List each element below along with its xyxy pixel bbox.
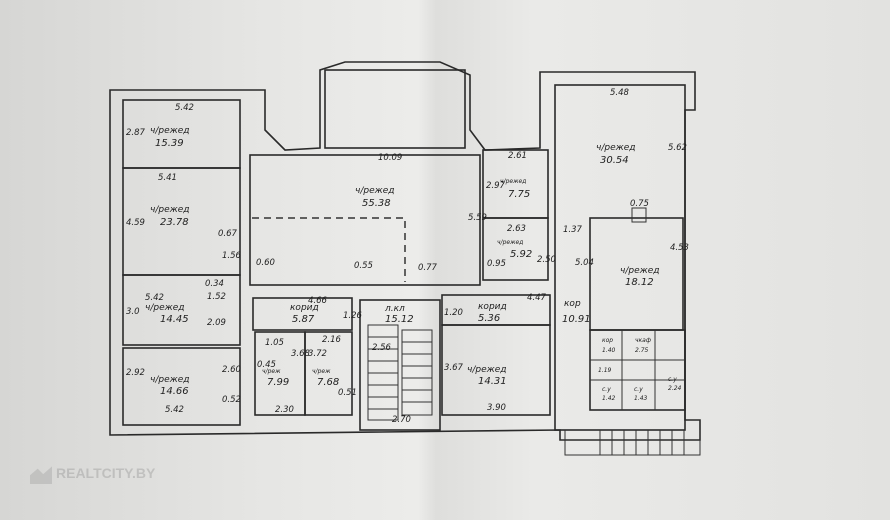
dim: 4.59: [126, 218, 145, 228]
dim: 4.53: [670, 243, 689, 253]
dim: 0.67: [218, 229, 238, 239]
dim: 0.60: [256, 258, 275, 268]
dim: 5.42: [145, 293, 164, 303]
room-area: 55.38: [362, 198, 391, 209]
dim: 2.09: [207, 318, 226, 328]
watermark-logo-icon: [30, 462, 52, 484]
dim: 4.66: [308, 296, 328, 306]
dimension-labels: 5.42 2.87 5.41 4.59 0.67 1.56 5.42 3.0 2…: [126, 88, 689, 425]
dim: 1.05: [265, 338, 284, 348]
dim: 3.72: [308, 349, 327, 359]
dim: 0.45: [257, 360, 276, 370]
room-area: 2.75: [635, 347, 649, 354]
room-area: 7.99: [267, 377, 289, 388]
watermark-text: REALTCITY.BY: [56, 465, 156, 481]
room-area: 14.66: [160, 386, 189, 397]
dim: 5.48: [610, 88, 630, 98]
room-labels: ч/режед 15.39 ч/режед 23.78 ч/режед 14.4…: [145, 126, 682, 402]
dim: 2.97: [486, 181, 506, 191]
dim: 0.75: [630, 199, 649, 209]
dim: 3.68: [291, 349, 311, 359]
room-name: ч/режед: [467, 365, 506, 375]
room-name: ч/режед: [596, 143, 635, 153]
room-name: ч/режед: [150, 126, 189, 136]
dim: 0.51: [338, 388, 357, 398]
room-name: ч/режед: [145, 303, 184, 313]
room-name: ч/режед: [620, 266, 659, 276]
room-area: 14.45: [160, 314, 189, 325]
room-area: 18.12: [625, 277, 654, 288]
dim: 10.09: [378, 153, 402, 163]
room-area: 1.40: [602, 347, 616, 354]
dim: 0.77: [418, 263, 438, 273]
room-name: корид: [290, 303, 319, 313]
dim: 1.19: [598, 367, 612, 374]
dim: 3.67: [444, 363, 464, 373]
room-area: 15.39: [155, 138, 184, 149]
dim: 2.60: [222, 365, 241, 375]
dim: 1.56: [222, 251, 242, 261]
room-area: 30.54: [600, 155, 629, 166]
dim: 2.16: [322, 335, 342, 345]
dim: 3.90: [487, 403, 506, 413]
dim: 1.20: [444, 308, 463, 318]
dim: 0.34: [205, 279, 224, 289]
room-area: 7.68: [317, 377, 339, 388]
room-area: 5.36: [478, 313, 500, 324]
dim: 1.37: [563, 225, 583, 235]
walls: [109, 61, 701, 456]
staircase: [367, 324, 433, 421]
dim: 2.87: [126, 128, 146, 138]
dim: 2.56: [372, 343, 392, 353]
room-name: ч/режед: [355, 186, 394, 196]
room-name: ч/реж: [312, 368, 331, 375]
dim: 5.59: [468, 213, 487, 223]
room-name: л.кл: [384, 304, 405, 314]
dim: 5.41: [158, 173, 177, 183]
dim: 1.26: [343, 311, 363, 321]
dim: 2.92: [126, 368, 145, 378]
dim: 0.55: [354, 261, 373, 271]
room-area: 2.24: [668, 385, 682, 392]
room-area: 23.78: [160, 217, 189, 228]
room-name: чкаф: [635, 337, 651, 344]
dim: 5.04: [575, 258, 594, 268]
dim: 0.95: [487, 259, 506, 269]
dim: 2.30: [275, 405, 294, 415]
room-name: с.у: [634, 386, 643, 393]
room-name: с.у: [668, 376, 677, 383]
dim: 2.50: [537, 255, 556, 265]
dim: 2.63: [507, 224, 526, 234]
room-name: кор: [602, 337, 613, 344]
room-area: 1.43: [634, 395, 648, 402]
room-name: ч/реж: [262, 368, 281, 375]
dim: 5.42: [165, 405, 184, 415]
room-name: кор: [564, 299, 581, 309]
room-area: 1.42: [602, 395, 616, 402]
room-area: 5.87: [292, 314, 315, 325]
dim: 4.47: [527, 293, 547, 303]
dim: 2.70: [392, 415, 411, 425]
room-name: ч/режед: [497, 239, 523, 246]
room-area: 10.91: [562, 314, 591, 325]
watermark: REALTCITY.BY: [30, 462, 155, 484]
dim: 5.42: [175, 103, 194, 113]
dim: 3.0: [126, 307, 140, 317]
room-area: 5.92: [510, 249, 532, 260]
room-name: ч/режед: [150, 205, 189, 215]
room-area: 7.75: [508, 189, 530, 200]
dim: 0.52: [222, 395, 241, 405]
room-name: ч/режед: [500, 178, 526, 185]
room-name: корид: [478, 302, 507, 312]
dim: 2.61: [508, 151, 527, 161]
room-area: 15.12: [385, 314, 414, 325]
room-name: ч/режед: [150, 375, 189, 385]
dim: 5.62: [668, 143, 687, 153]
room-area: 14.31: [478, 376, 507, 387]
room-name: с.у: [602, 386, 611, 393]
dim: 1.52: [207, 292, 226, 302]
